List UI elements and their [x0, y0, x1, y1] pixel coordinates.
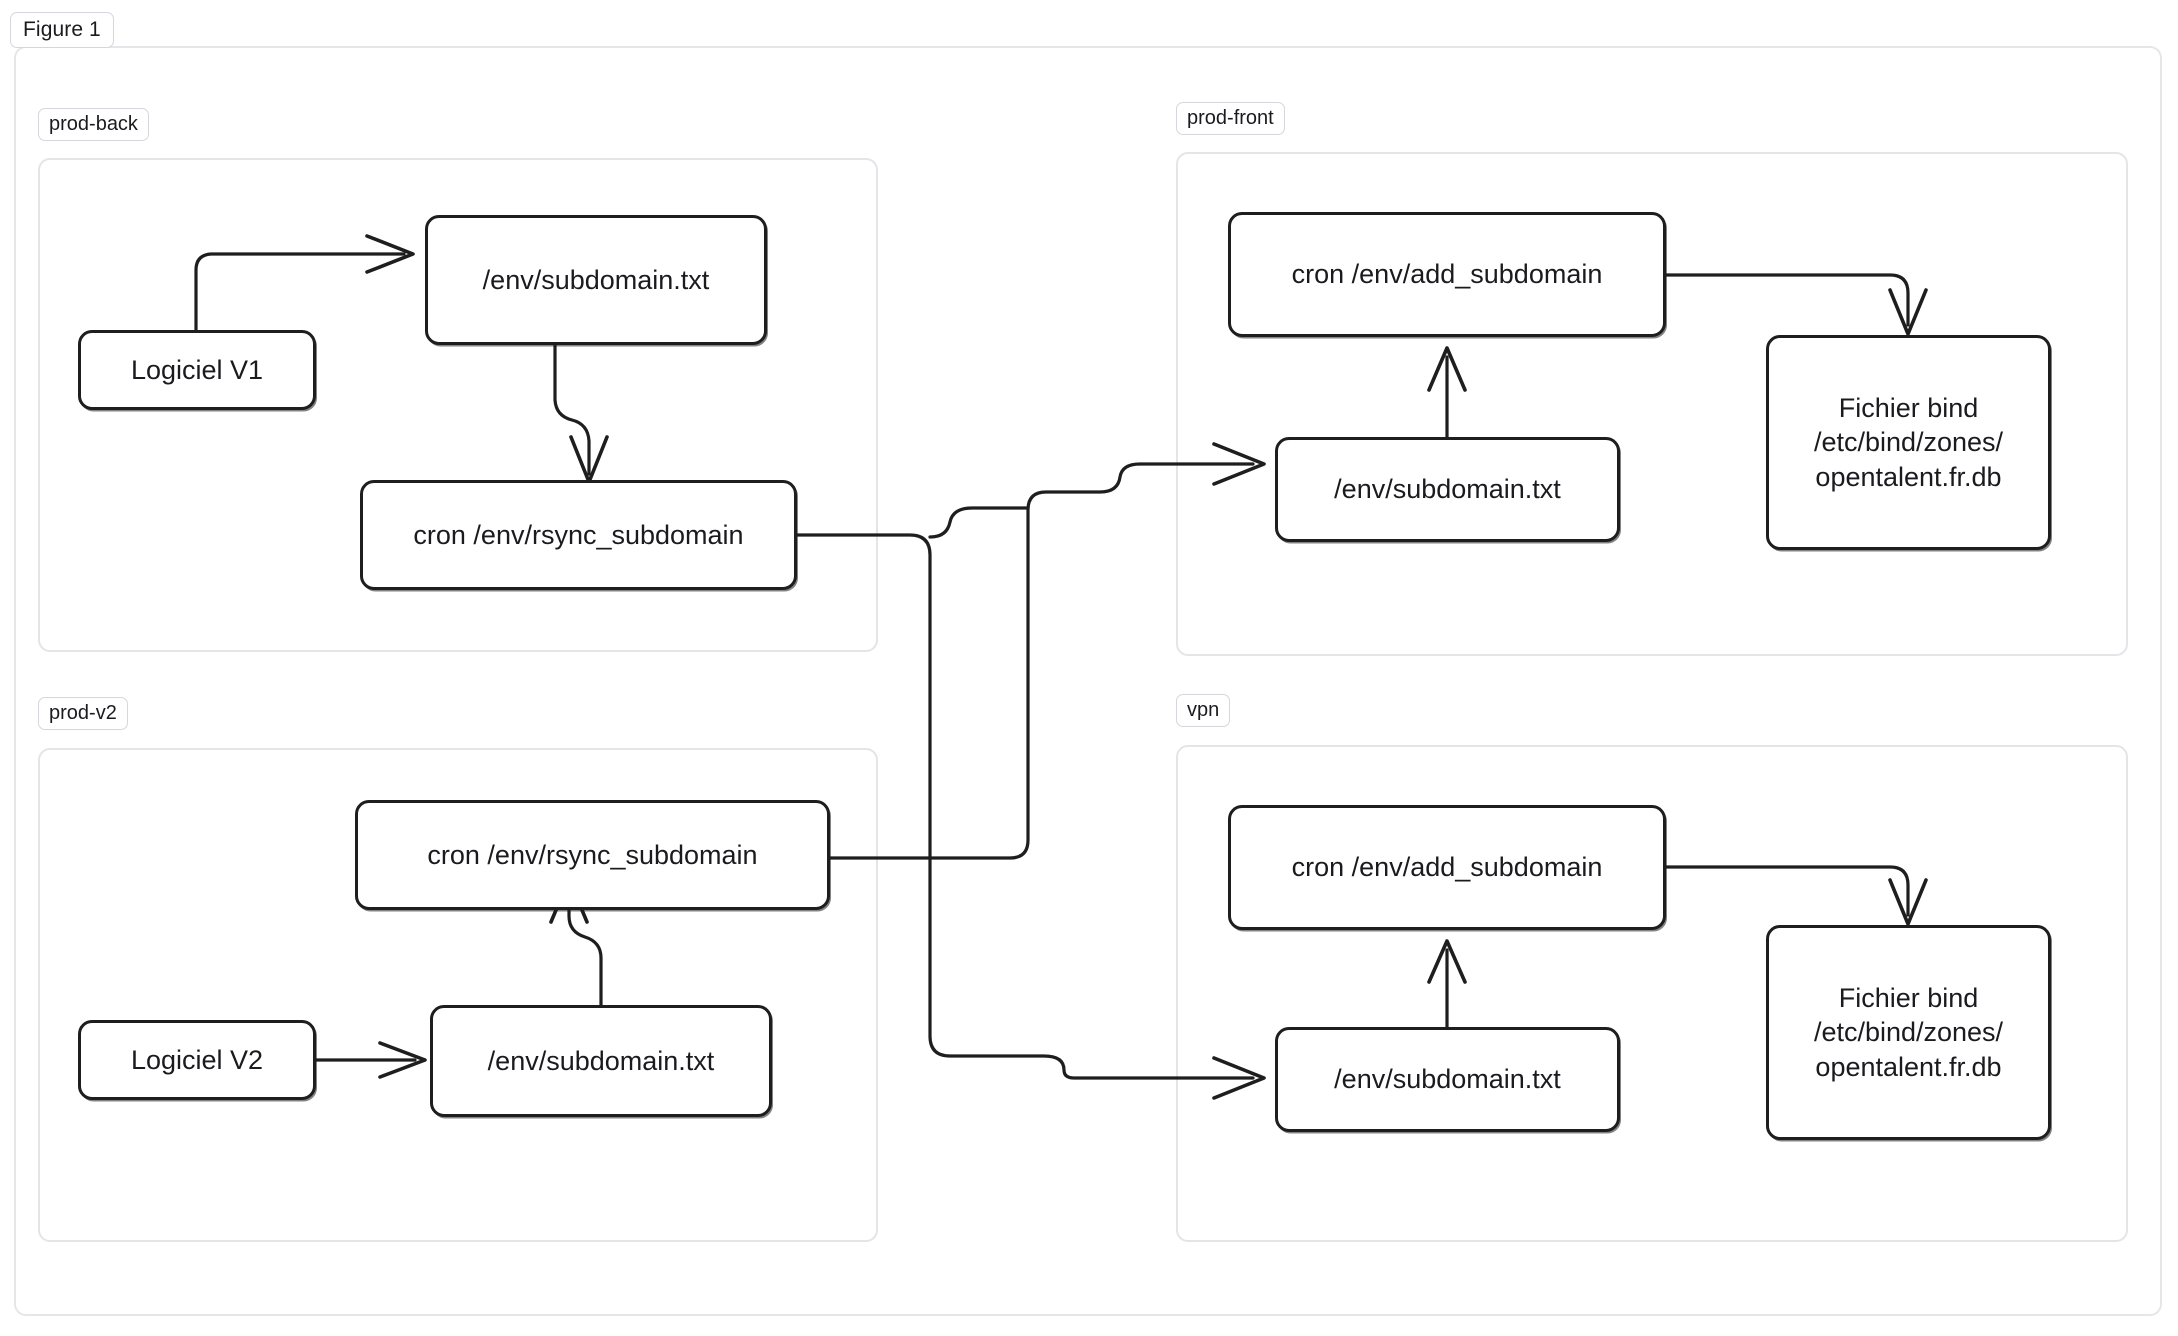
node-label-line2: /etc/bind/zones/: [1813, 427, 2004, 458]
node-label-line2: /etc/bind/zones/: [1813, 1017, 2004, 1048]
node-front-cron-add-subdomain[interactable]: cron /env/add_subdomain: [1228, 212, 1666, 337]
node-v2-subdomain-txt[interactable]: /env/subdomain.txt: [430, 1005, 772, 1117]
node-label: cron /env/add_subdomain: [1291, 852, 1603, 883]
node-vpn-fichier-bind[interactable]: Fichier bind /etc/bind/zones/ opentalent…: [1766, 925, 2051, 1140]
node-label: /env/subdomain.txt: [487, 1045, 715, 1076]
node-label: cron /env/add_subdomain: [1291, 259, 1603, 290]
group-label-prod-back: prod-back: [38, 108, 149, 141]
node-v2-logiciel-v2[interactable]: Logiciel V2: [78, 1020, 316, 1100]
node-vpn-cron-add-subdomain[interactable]: cron /env/add_subdomain: [1228, 805, 1666, 930]
group-label-vpn: vpn: [1176, 694, 1231, 727]
node-label: cron /env/rsync_subdomain: [413, 519, 744, 550]
node-label-line1: Fichier bind: [1838, 982, 1979, 1013]
node-v2-cron-rsync[interactable]: cron /env/rsync_subdomain: [355, 800, 830, 910]
group-label-prod-front: prod-front: [1176, 102, 1285, 135]
figure-caption-tab: Figure 1: [10, 12, 114, 48]
node-front-subdomain-txt[interactable]: /env/subdomain.txt: [1275, 437, 1620, 542]
node-label: cron /env/rsync_subdomain: [427, 839, 758, 870]
node-label: /env/subdomain.txt: [1334, 1064, 1561, 1095]
node-back-cron-rsync[interactable]: cron /env/rsync_subdomain: [360, 480, 797, 590]
group-label-prod-v2: prod-v2: [38, 697, 128, 730]
node-label: /env/subdomain.txt: [1334, 474, 1561, 505]
node-label: /env/subdomain.txt: [482, 264, 710, 295]
group-box-prod-front: [1176, 152, 2128, 656]
group-box-prod-back: [38, 158, 878, 652]
node-front-fichier-bind[interactable]: Fichier bind /etc/bind/zones/ opentalent…: [1766, 335, 2051, 550]
node-vpn-subdomain-txt[interactable]: /env/subdomain.txt: [1275, 1027, 1620, 1132]
node-label-line1: Fichier bind: [1838, 392, 1979, 423]
node-label: Logiciel V2: [130, 1044, 264, 1075]
node-back-logiciel-v1[interactable]: Logiciel V1: [78, 330, 316, 410]
node-label: Logiciel V1: [130, 354, 264, 385]
node-back-subdomain-txt[interactable]: /env/subdomain.txt: [425, 215, 767, 345]
node-label-line3: opentalent.fr.db: [1815, 461, 2002, 492]
node-label-line3: opentalent.fr.db: [1815, 1051, 2002, 1082]
